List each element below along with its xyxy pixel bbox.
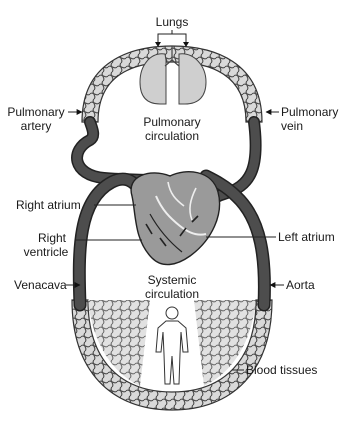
human-figure-icon <box>156 307 188 384</box>
pulmonary-vein-callout: Pulmonary vein <box>266 105 338 133</box>
systemic-circulation-label-line1: Systemic <box>148 273 197 287</box>
right-atrium-label: Right atrium <box>16 198 81 212</box>
left-atrium-callout: Left atrium <box>206 230 335 244</box>
right-ventricle-label-line2: ventricle <box>24 245 69 259</box>
right-atrium-callout: Right atrium <box>16 198 136 212</box>
pulmonary-circulation-label-line2: circulation <box>145 129 199 143</box>
systemic-circulation-label-line2: circulation <box>145 287 199 301</box>
pulmonary-vein-label-line1: Pulmonary <box>281 105 338 119</box>
venacava-callout: Venacava <box>14 278 80 292</box>
pulmonary-artery-label-line1: Pulmonary <box>7 105 64 119</box>
venacava-vessel <box>79 179 138 305</box>
pulmonary-artery-callout: Pulmonary artery <box>7 105 82 133</box>
venacava-label: Venacava <box>14 278 67 292</box>
pulmonary-circulation-label-line1: Pulmonary <box>143 115 200 129</box>
lungs-label: Lungs <box>156 15 189 29</box>
lungs-pointer <box>155 30 189 47</box>
heart-icon <box>131 172 219 265</box>
blood-tissues-label: Blood tissues <box>246 363 317 377</box>
pulmonary-vein-label-line2: vein <box>281 119 303 133</box>
aorta-label: Aorta <box>286 278 315 292</box>
aorta-callout: Aorta <box>270 278 315 292</box>
left-atrium-label: Left atrium <box>278 230 335 244</box>
pulmonary-artery-label-line2: artery <box>21 119 52 133</box>
right-ventricle-label-line1: Right <box>38 231 67 245</box>
